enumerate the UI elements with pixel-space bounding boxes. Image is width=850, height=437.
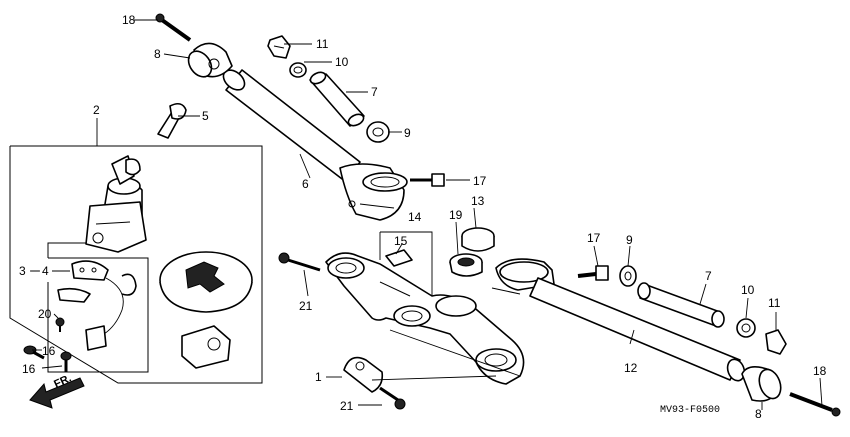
right-nut-9 bbox=[619, 265, 637, 287]
cable-clamp bbox=[343, 356, 384, 393]
label-9-left: 9 bbox=[404, 126, 411, 140]
label-11-right: 11 bbox=[768, 296, 781, 310]
label-7-left: 7 bbox=[371, 85, 378, 99]
bar-end-screw-left bbox=[155, 13, 192, 42]
bolt-17-right bbox=[577, 265, 609, 281]
bolt-21-top bbox=[278, 252, 321, 272]
bridge-plate-15 bbox=[385, 249, 413, 267]
part-labels: 18 8 11 10 7 9 2 5 6 17 14 15 19 13 17 9… bbox=[19, 13, 827, 421]
ignition-switch bbox=[85, 155, 147, 253]
right-collar-10 bbox=[736, 318, 756, 338]
label-21-top: 21 bbox=[299, 299, 313, 313]
bar-end-screw-right bbox=[789, 392, 841, 417]
label-5: 5 bbox=[202, 109, 209, 123]
label-7-right: 7 bbox=[705, 269, 712, 283]
left-handlebar bbox=[222, 69, 408, 221]
switch-wiring bbox=[57, 260, 137, 351]
label-6: 6 bbox=[302, 177, 309, 191]
left-nut-9 bbox=[366, 121, 390, 143]
screw-20 bbox=[55, 317, 65, 332]
label-20: 20 bbox=[38, 307, 52, 321]
top-bridge bbox=[325, 252, 525, 385]
left-collar-10 bbox=[289, 62, 307, 78]
label-18-left: 18 bbox=[122, 13, 136, 27]
bar-end-left bbox=[187, 42, 233, 78]
label-11-left: 11 bbox=[316, 37, 329, 51]
label-19: 19 bbox=[449, 208, 463, 222]
label-8-left: 8 bbox=[154, 47, 161, 61]
label-4: 4 bbox=[42, 264, 49, 278]
label-10-left: 10 bbox=[335, 55, 349, 69]
label-8-right: 8 bbox=[755, 407, 762, 421]
label-10-right: 10 bbox=[741, 283, 755, 297]
key bbox=[157, 102, 187, 139]
screw-16-b bbox=[60, 351, 72, 372]
label-15: 15 bbox=[394, 234, 408, 248]
stem-nut bbox=[449, 253, 483, 277]
label-16-a: 16 bbox=[42, 344, 56, 358]
label-13: 13 bbox=[471, 194, 485, 208]
label-2: 2 bbox=[93, 103, 100, 117]
ignition-switch-group bbox=[9, 118, 263, 384]
label-9-right: 9 bbox=[626, 233, 633, 247]
label-18-right: 18 bbox=[813, 364, 827, 378]
left-clip-11 bbox=[267, 35, 291, 59]
diagram-code: MV93-F0500 bbox=[660, 405, 720, 416]
label-14: 14 bbox=[408, 210, 422, 224]
left-rod-7 bbox=[309, 71, 365, 127]
label-16-b: 16 bbox=[22, 362, 36, 376]
label-17-right: 17 bbox=[587, 231, 601, 245]
right-rod-7 bbox=[637, 282, 725, 328]
bolt-17-left bbox=[410, 173, 445, 187]
bar-end-right bbox=[741, 366, 782, 402]
front-direction-arrow: FR. bbox=[29, 372, 85, 409]
label-12: 12 bbox=[624, 361, 638, 375]
screw-16-a bbox=[23, 345, 45, 360]
bolt-21-bottom bbox=[379, 386, 406, 410]
label-1: 1 bbox=[315, 370, 322, 384]
switch-bracket bbox=[181, 325, 231, 369]
label-17-left: 17 bbox=[473, 174, 487, 188]
switch-cover bbox=[159, 251, 253, 313]
label-21-bottom: 21 bbox=[340, 399, 354, 413]
right-handlebar bbox=[491, 258, 746, 382]
right-clip-11 bbox=[765, 329, 787, 355]
stem-cap bbox=[461, 227, 495, 252]
leader-lines bbox=[30, 19, 823, 410]
label-3: 3 bbox=[19, 264, 26, 278]
